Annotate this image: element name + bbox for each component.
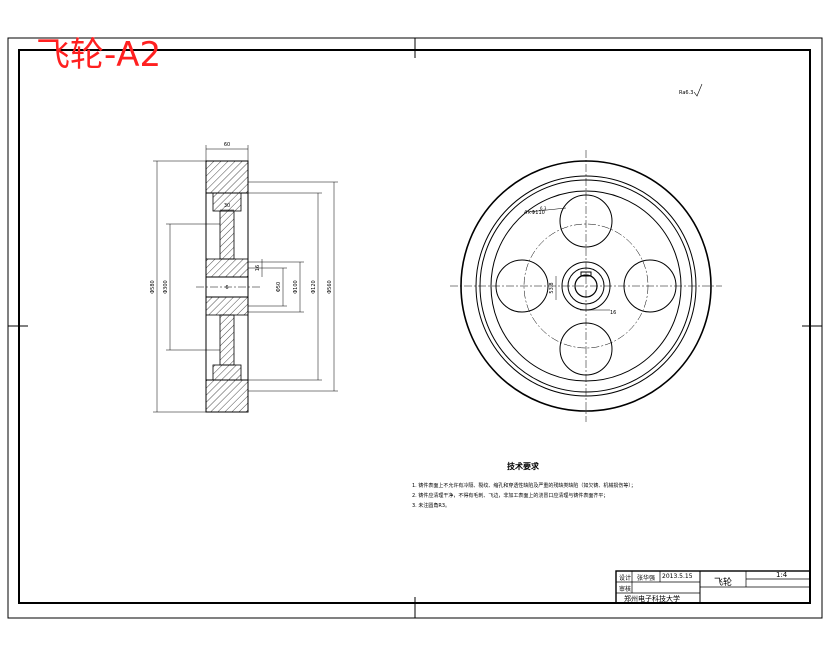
surface-finish: Ra6.3 (679, 90, 693, 96)
dim-outer-dia: Φ580 (150, 280, 156, 293)
tb-review-label: 审核 (619, 586, 632, 593)
tb-designer: 张华强 (637, 575, 656, 582)
tech-requirements-heading: 技术要求 (507, 462, 539, 471)
rim-section-bottom (205, 379, 249, 413)
dim-key-width: 16 (255, 265, 261, 271)
tb-scale: 1:4 (776, 571, 788, 579)
tech-line-1: 1. 铸件表面上不允许有冷隔、裂纹、缩孔和穿透性缺陷及严重的残缺类缺陷（如欠铸、… (412, 483, 636, 489)
tb-design-label: 设计 (619, 575, 632, 582)
dim-hub-outer: Φ120 (311, 280, 317, 293)
outer-frame (7, 37, 823, 619)
tech-line-3: 3. 未注圆角R3。 (412, 503, 451, 509)
tb-date: 2013.5.15 (662, 573, 693, 580)
dim-key-depth: 53.8 (549, 282, 555, 293)
web-section-top (219, 210, 235, 260)
hub-section-top (205, 258, 249, 278)
rim-section-top (205, 160, 249, 194)
dim-hub-keyway: 6 (225, 285, 228, 291)
title-block (615, 570, 811, 604)
roughness-symbol (693, 83, 703, 97)
dim-rim-outer: Φ560 (327, 280, 333, 293)
front-view (450, 150, 722, 422)
dim-hub-width: 30 (224, 203, 230, 209)
centering-marks (8, 38, 822, 618)
dim-top-width: 60 (224, 142, 230, 148)
section-view: 60 30 6 Φ580 Φ300 Φ560 Φ120 Φ100 Φ50 16 (150, 142, 338, 413)
web-bottom-transition (212, 364, 242, 381)
dim-web-inner: Φ300 (163, 280, 169, 293)
hub-section-bottom (205, 296, 249, 316)
web-section-bottom (219, 314, 235, 366)
tb-school: 郑州电子科技大学 (624, 595, 680, 603)
dim-hub-dia: Φ100 (293, 280, 299, 293)
tech-line-2: 2. 铸件应清理干净，不得有毛刺、飞边，非加工表面上的浇冒口应清理与铸件表面齐平… (412, 493, 609, 499)
inner-frame (18, 49, 811, 604)
hole-roughness: 6.3 (540, 206, 547, 211)
tb-part-name: 飞轮 (714, 578, 733, 588)
dim-key-slot: 16 (610, 310, 616, 316)
hole-spec: 4×Φ110 (524, 210, 545, 216)
dim-bore-dia: Φ50 (276, 282, 282, 292)
drawing-title: 飞轮-A2 (36, 35, 162, 75)
